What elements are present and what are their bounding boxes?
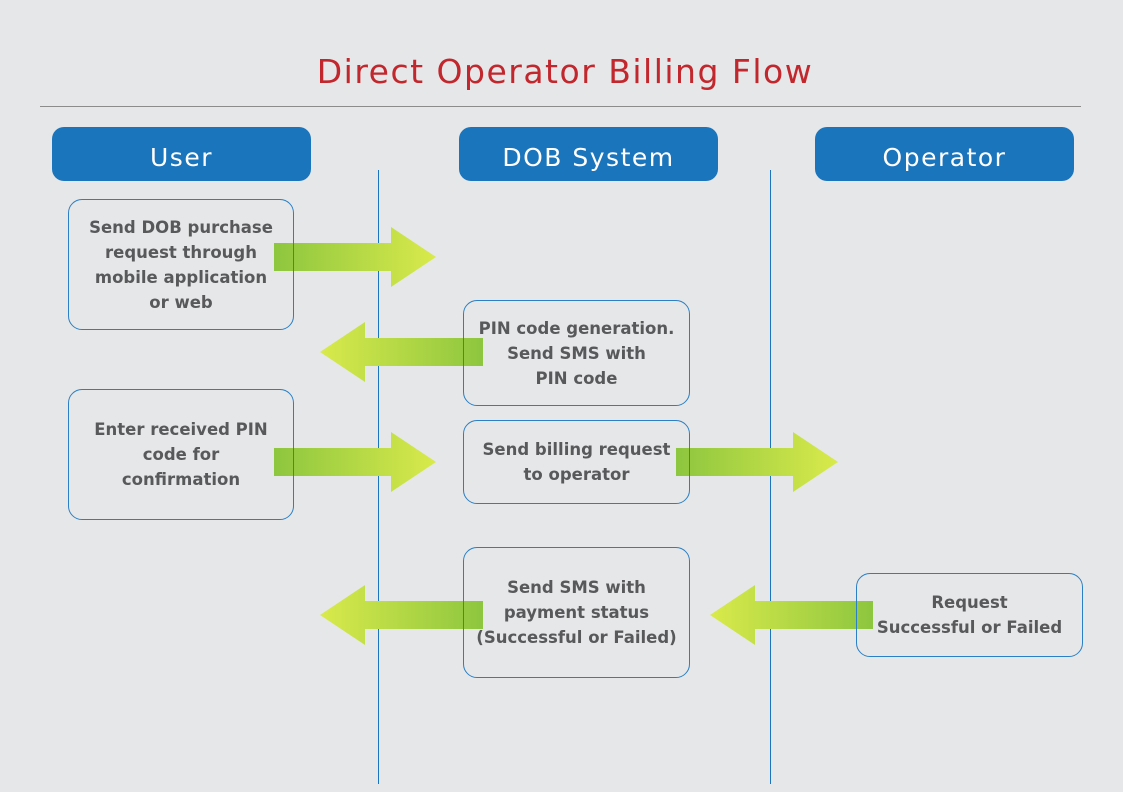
step-pin-generation: PIN code generation. Send SMS with PIN c… — [463, 300, 690, 406]
arrow-left-icon — [320, 585, 483, 645]
step-text: PIN code generation. Send SMS with PIN c… — [478, 318, 675, 388]
lane-header-dob-system: DOB System — [459, 127, 718, 181]
step-send-billing-request: Send billing request to operator — [463, 420, 690, 504]
step-send-payment-status: Send SMS with payment status (Successful… — [463, 547, 690, 678]
lane-divider-user-dob — [378, 170, 379, 784]
lane-divider-dob-operator — [770, 170, 771, 784]
lane-header-user: User — [52, 127, 311, 181]
step-text: Send SMS with payment status (Successful… — [476, 578, 677, 647]
arrow-left-icon — [320, 322, 483, 382]
step-enter-pin: Enter received PIN code for confirmation — [68, 389, 294, 520]
step-text: Request Successful or Failed — [876, 593, 1063, 637]
step-text: Send billing request to operator — [482, 440, 671, 484]
step-text: Enter received PIN code for confirmation — [94, 420, 268, 489]
arrow-right-icon — [676, 432, 838, 492]
lane-header-operator: Operator — [815, 127, 1074, 181]
arrow-left-icon — [710, 585, 873, 645]
arrow-right-icon — [274, 227, 436, 287]
step-send-purchase-request: Send DOB purchase request through mobile… — [68, 199, 294, 330]
step-request-result: Request Successful or Failed — [856, 573, 1083, 657]
step-text: Send DOB purchase request through mobile… — [89, 217, 273, 312]
arrow-right-icon — [274, 432, 436, 492]
title-divider — [40, 106, 1081, 107]
diagram-title: Direct Operator Billing Flow — [316, 52, 814, 91]
